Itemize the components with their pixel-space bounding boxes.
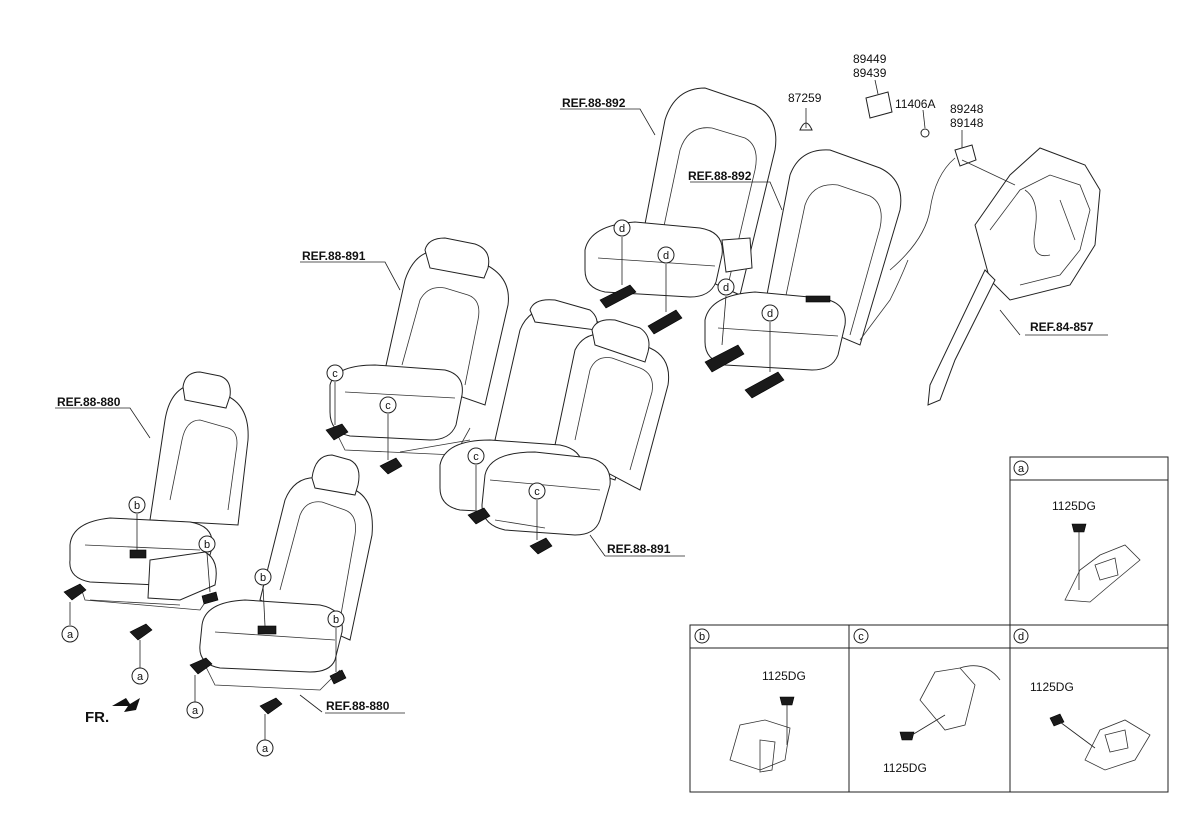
- marker-a: [256, 739, 274, 757]
- svg-text:a: a: [137, 671, 144, 683]
- ref-88-891-label[interactable]: REF.88-891: [607, 542, 671, 556]
- marker-c: [467, 447, 485, 465]
- marker-b: [327, 610, 345, 628]
- ref-88-892-label[interactable]: REF.88-892: [562, 96, 626, 110]
- marker-d: [613, 219, 631, 237]
- svg-text:c: c: [332, 368, 338, 380]
- svg-text:b: b: [134, 500, 140, 512]
- detail-a-part[interactable]: 1125DG: [1052, 499, 1096, 513]
- second-row-left-seat: [325, 237, 509, 475]
- front-left-seat: [63, 371, 249, 641]
- detail-d-part[interactable]: 1125DG: [1030, 680, 1074, 694]
- svg-text:d: d: [619, 223, 625, 235]
- front-label: FR.: [85, 709, 109, 726]
- detail-box-a: a 1125DG: [1009, 456, 1169, 626]
- part-number-89148[interactable]: 89148: [950, 116, 984, 130]
- marker-b: [128, 496, 146, 514]
- marker-d: [717, 278, 735, 296]
- marker-b: [254, 568, 272, 586]
- leader-lines: [55, 79, 1108, 714]
- part-89449-cover-icon: [865, 91, 893, 119]
- front-arrow-icon: [112, 698, 140, 712]
- part-number-11406A[interactable]: 11406A: [895, 97, 935, 111]
- side-trim-panel: [927, 147, 1101, 406]
- detail-b-part[interactable]: 1125DG: [762, 669, 806, 683]
- svg-text:d: d: [767, 308, 773, 320]
- ref-88-891-label[interactable]: REF.88-891: [302, 249, 366, 263]
- marker-c: [528, 482, 546, 500]
- ref-88-892-label[interactable]: REF.88-892: [688, 169, 752, 183]
- part-number-89248[interactable]: 89248: [950, 102, 984, 116]
- ref-88-880-label[interactable]: REF.88-880: [326, 699, 390, 713]
- marker-c: [379, 396, 397, 414]
- ref-84-857-label[interactable]: REF.84-857: [1030, 320, 1094, 334]
- svg-text:b: b: [333, 614, 339, 626]
- detail-box-d: d 1125DG: [1009, 624, 1169, 793]
- svg-text:a: a: [192, 705, 199, 717]
- marker-a: [186, 701, 204, 719]
- marker-a: [131, 667, 149, 685]
- svg-text:a: a: [262, 743, 269, 755]
- callout-markers: a a a a b b b b c c c c: [61, 219, 779, 757]
- bolt-11406A-icon: [920, 128, 930, 138]
- front-direction-indicator: FR.: [85, 698, 140, 726]
- svg-text:b: b: [204, 539, 210, 551]
- marker-d: [657, 246, 675, 264]
- ref-88-880-label[interactable]: REF.88-880: [57, 395, 121, 409]
- detail-c-part[interactable]: 1125DG: [883, 761, 927, 775]
- part-number-87259[interactable]: 87259: [788, 91, 822, 105]
- part-number-89439[interactable]: 89439: [853, 66, 887, 80]
- detail-a-letter: a: [1018, 463, 1025, 475]
- svg-text:c: c: [385, 400, 391, 412]
- marker-c: [326, 364, 344, 382]
- marker-b: [198, 535, 216, 553]
- third-row-right-seat: [704, 149, 909, 399]
- detail-c-letter: c: [858, 631, 864, 643]
- front-right-seat: [189, 454, 373, 715]
- detail-d-letter: d: [1018, 631, 1024, 643]
- marker-a: [61, 625, 79, 643]
- svg-text:c: c: [534, 486, 540, 498]
- detail-box-c: c 1125DG: [848, 624, 1011, 793]
- svg-text:b: b: [260, 572, 266, 584]
- svg-text:d: d: [663, 250, 669, 262]
- detail-box-b: b 1125DG: [689, 624, 850, 793]
- seat-hardware: [799, 91, 1016, 271]
- svg-text:a: a: [67, 629, 74, 641]
- svg-text:c: c: [473, 451, 479, 463]
- marker-d: [761, 304, 779, 322]
- third-row-left-seat: [584, 87, 777, 335]
- part-89248-bracket-icon: [954, 144, 977, 167]
- detail-b-letter: b: [699, 631, 705, 643]
- svg-text:d: d: [723, 282, 729, 294]
- part-number-89449[interactable]: 89449: [853, 52, 887, 66]
